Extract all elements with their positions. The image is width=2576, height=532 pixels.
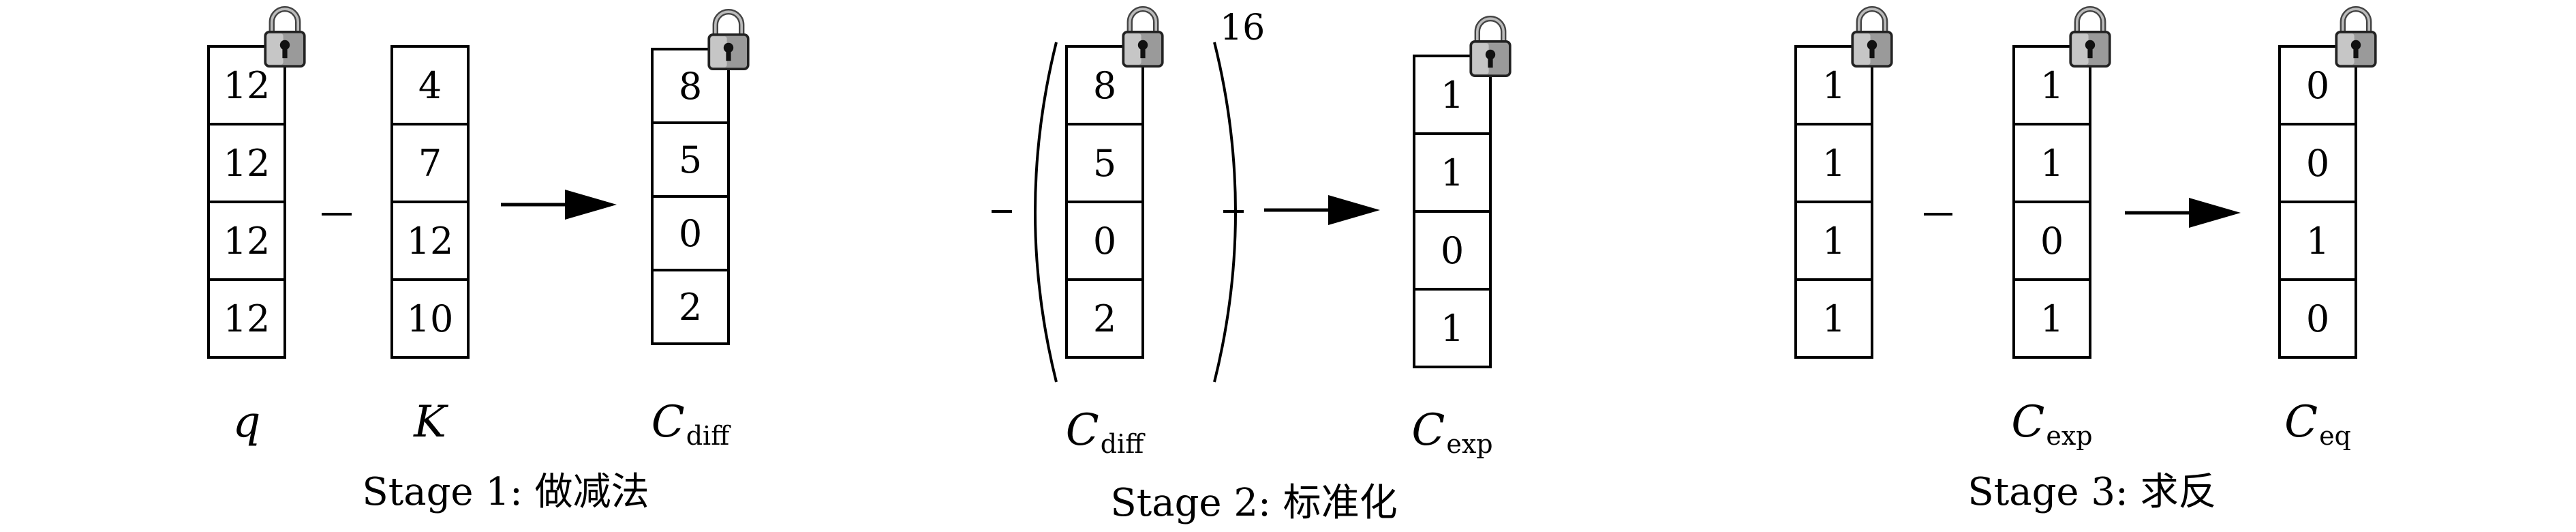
cell <box>1065 201 1144 281</box>
cell <box>2012 278 2091 359</box>
cell-value: 1 <box>1822 297 1845 340</box>
arrow-icon <box>2189 198 2241 228</box>
cell-value: 1 <box>2040 64 2064 107</box>
cell-value: 2 <box>679 286 702 329</box>
stage-caption: Stage 3: 求反 <box>1967 470 2216 514</box>
cell-value: 1 <box>1441 307 1464 350</box>
cell-value: 0 <box>2306 142 2329 185</box>
column-label: Ceq <box>2284 397 2351 451</box>
column-label: Cdiff <box>1066 405 1146 459</box>
cell-value: 4 <box>418 64 442 107</box>
cell-value: 1 <box>1822 220 1845 263</box>
column-label: K <box>413 397 448 447</box>
cell-value: 1 <box>2306 220 2329 263</box>
cell-value: 0 <box>2040 220 2064 263</box>
cell <box>651 195 730 271</box>
cell <box>2278 201 2357 281</box>
cell-value: 0 <box>679 212 702 255</box>
column-label: Cexp <box>1411 405 1492 459</box>
cell-value: 1 <box>2040 142 2064 185</box>
cell-value: 0 <box>1441 229 1464 272</box>
cell <box>1413 132 1492 213</box>
cell-value: 1 <box>1441 74 1464 117</box>
cell <box>207 278 286 359</box>
left-paren <box>1034 42 1058 383</box>
cell <box>2012 201 2091 281</box>
cell-value: 2 <box>1093 297 1116 340</box>
cell <box>1794 123 1873 203</box>
cell-value: 1 <box>1822 64 1845 107</box>
cell <box>1065 123 1144 203</box>
cell <box>651 269 730 345</box>
cell-value: 12 <box>224 64 271 107</box>
cell-value: 8 <box>1093 64 1116 107</box>
cell <box>2278 278 2357 359</box>
stage-1-column-2: 4 7 12 10K <box>390 45 470 447</box>
lock-icon <box>1123 9 1163 66</box>
cell-value: 1 <box>1441 151 1464 194</box>
arrow-icon <box>565 190 617 220</box>
lock-icon <box>709 12 748 69</box>
column-label: Cdiff <box>651 397 731 451</box>
lock-icon <box>1471 18 1510 76</box>
stage-caption: Stage 2: 标准化 <box>1110 481 1397 525</box>
cell-value: 7 <box>418 142 442 185</box>
cell-value: 12 <box>407 220 454 263</box>
cell-value: 0 <box>2306 64 2329 107</box>
cell <box>2278 123 2357 203</box>
lock-icon <box>1852 9 1892 66</box>
cell-value: 5 <box>1093 142 1116 185</box>
cell <box>651 121 730 198</box>
cell-value: 10 <box>407 297 454 340</box>
cell <box>390 278 470 359</box>
lock-icon <box>265 9 305 66</box>
cell <box>1413 288 1492 368</box>
cell-value: 12 <box>224 297 271 340</box>
cell-value: 0 <box>1093 220 1116 263</box>
arrow-icon <box>1328 195 1380 225</box>
cell-value: 12 <box>224 142 271 185</box>
cell <box>390 123 470 203</box>
exponent: 16 <box>1220 8 1265 48</box>
cell <box>1794 278 1873 359</box>
column-label: q <box>233 397 261 447</box>
cell-value: 1 <box>2040 297 2064 340</box>
stage-3-column-1: 1 1 1 1 <box>1794 9 1892 359</box>
cell-value: 1 <box>1822 142 1845 185</box>
cell <box>1065 278 1144 359</box>
lock-icon <box>2336 9 2376 66</box>
column-label: Cexp <box>2011 397 2092 451</box>
cell-value: 0 <box>2306 297 2329 340</box>
stage-caption: Stage 1: 做减法 <box>362 470 649 514</box>
cell <box>1794 201 1873 281</box>
cell-value: 12 <box>224 220 271 263</box>
cell-value: 5 <box>679 138 702 181</box>
cell-value: 8 <box>679 65 702 108</box>
stage-1-column-1: 12 12 12 12 q <box>207 9 305 447</box>
lock-icon <box>2070 9 2110 66</box>
